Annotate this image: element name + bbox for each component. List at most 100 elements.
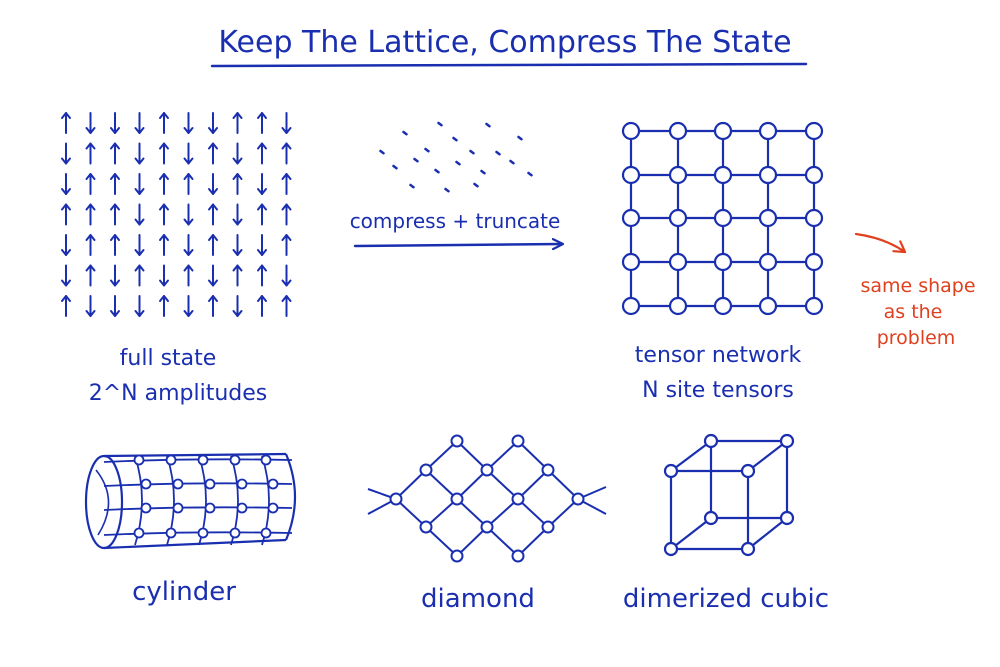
dot [444, 187, 450, 193]
dot [409, 183, 415, 189]
spin-arrow-down [257, 234, 267, 256]
diamond-bonds [367, 440, 607, 557]
diamond-site [571, 492, 585, 506]
cylinder-site [260, 527, 272, 539]
site-tensor [621, 165, 641, 185]
spin-arrow-up [110, 142, 120, 165]
cylinder-ring-line [103, 506, 293, 511]
site-tensor [668, 165, 688, 185]
spin-arrow-up [257, 142, 267, 165]
spin-arrow-down [183, 112, 194, 134]
cylinder-site [197, 527, 209, 539]
dot [517, 135, 523, 141]
site-tensor [758, 208, 778, 228]
tensor-network-label: tensor network [635, 343, 802, 368]
spin-arrow-down [61, 142, 71, 165]
site-tensor [621, 121, 641, 141]
spin-arrow-down [232, 295, 243, 317]
cylinder-bottom-edge [103, 538, 287, 550]
site-tensor [713, 165, 733, 185]
cylinder-lattice [84, 452, 297, 550]
cube-edge [670, 517, 712, 550]
site-tensor [668, 208, 688, 228]
spin-arrow-up [61, 295, 71, 317]
site-tensor [621, 252, 641, 272]
diamond-bond [517, 526, 549, 557]
site-tensor [668, 121, 688, 141]
diamond-site [450, 492, 464, 506]
diamond-site [419, 520, 433, 534]
dimerized-cubic-label: dimerized cubic [623, 584, 829, 614]
spin-arrow-down [61, 264, 71, 287]
spin-arrow-down [134, 112, 145, 134]
spin-arrow-up [85, 234, 96, 256]
site-tensor [668, 296, 688, 316]
cylinder-site [267, 478, 279, 490]
cylinder-right-cap [284, 453, 297, 541]
spin-arrow-up [85, 203, 96, 226]
diamond-bond [395, 469, 427, 500]
site-tensor [713, 208, 733, 228]
dot [527, 171, 533, 177]
diamond-bond [486, 526, 519, 557]
cube-edge [747, 517, 788, 550]
cylinder-site [229, 527, 241, 539]
note-line-3: problem [877, 327, 956, 349]
spin-arrow-down [183, 295, 194, 317]
dot [379, 149, 385, 155]
cylinder-site [140, 502, 152, 514]
spin-arrow-down [183, 142, 194, 165]
diamond-site [389, 492, 403, 506]
diamond-site [541, 463, 555, 477]
spin-arrow-down [85, 112, 96, 134]
diamond-bond [547, 498, 579, 528]
spin-arrow-down [134, 142, 145, 165]
tensor-network-grid [621, 121, 824, 316]
diamond-bond [486, 498, 519, 528]
cube-site [663, 541, 679, 557]
spin-arrow-down [110, 264, 120, 287]
spin-arrow-up [232, 173, 243, 195]
dot [485, 122, 491, 128]
cube-site [703, 510, 719, 526]
dot [469, 149, 475, 155]
cylinder-cap-line [95, 469, 110, 536]
cylinder-site [197, 454, 209, 466]
full-state-spin-grid [61, 112, 292, 317]
cylinder-ring-line [103, 482, 293, 487]
spin-arrow-up [159, 234, 169, 256]
dot [473, 182, 479, 188]
spin-arrow-down [183, 203, 194, 226]
cylinder-site [267, 502, 279, 514]
spin-arrow-down [232, 203, 243, 226]
diamond-bond [456, 440, 488, 471]
spin-arrow-up [159, 112, 169, 134]
cylinder-site [236, 502, 248, 514]
spin-arrow-down [159, 264, 169, 287]
site-tensor [758, 252, 778, 272]
cube-site [740, 463, 756, 479]
spin-arrow-down [85, 295, 96, 317]
diamond-bond [395, 498, 427, 528]
cube-edge [747, 440, 788, 472]
cylinder-top-edge [103, 452, 287, 458]
site-tensor [804, 296, 824, 316]
spin-arrow-down [281, 112, 292, 134]
site-tensor [621, 296, 641, 316]
spin-arrow-up [159, 203, 169, 226]
spin-arrow-up [110, 203, 120, 226]
diamond-label: diamond [421, 584, 535, 614]
spin-arrow-up [159, 142, 169, 165]
note-line-2: as the [884, 301, 943, 323]
note-arrow [854, 232, 907, 254]
site-tensor [758, 121, 778, 141]
cylinder-site [236, 478, 248, 490]
diamond-lattice [367, 434, 607, 563]
dot [413, 157, 419, 163]
spin-arrow-up [281, 234, 292, 256]
site-tensor [713, 296, 733, 316]
spin-arrow-up [110, 173, 120, 195]
spin-arrow-up [183, 264, 194, 287]
dot [424, 147, 430, 153]
